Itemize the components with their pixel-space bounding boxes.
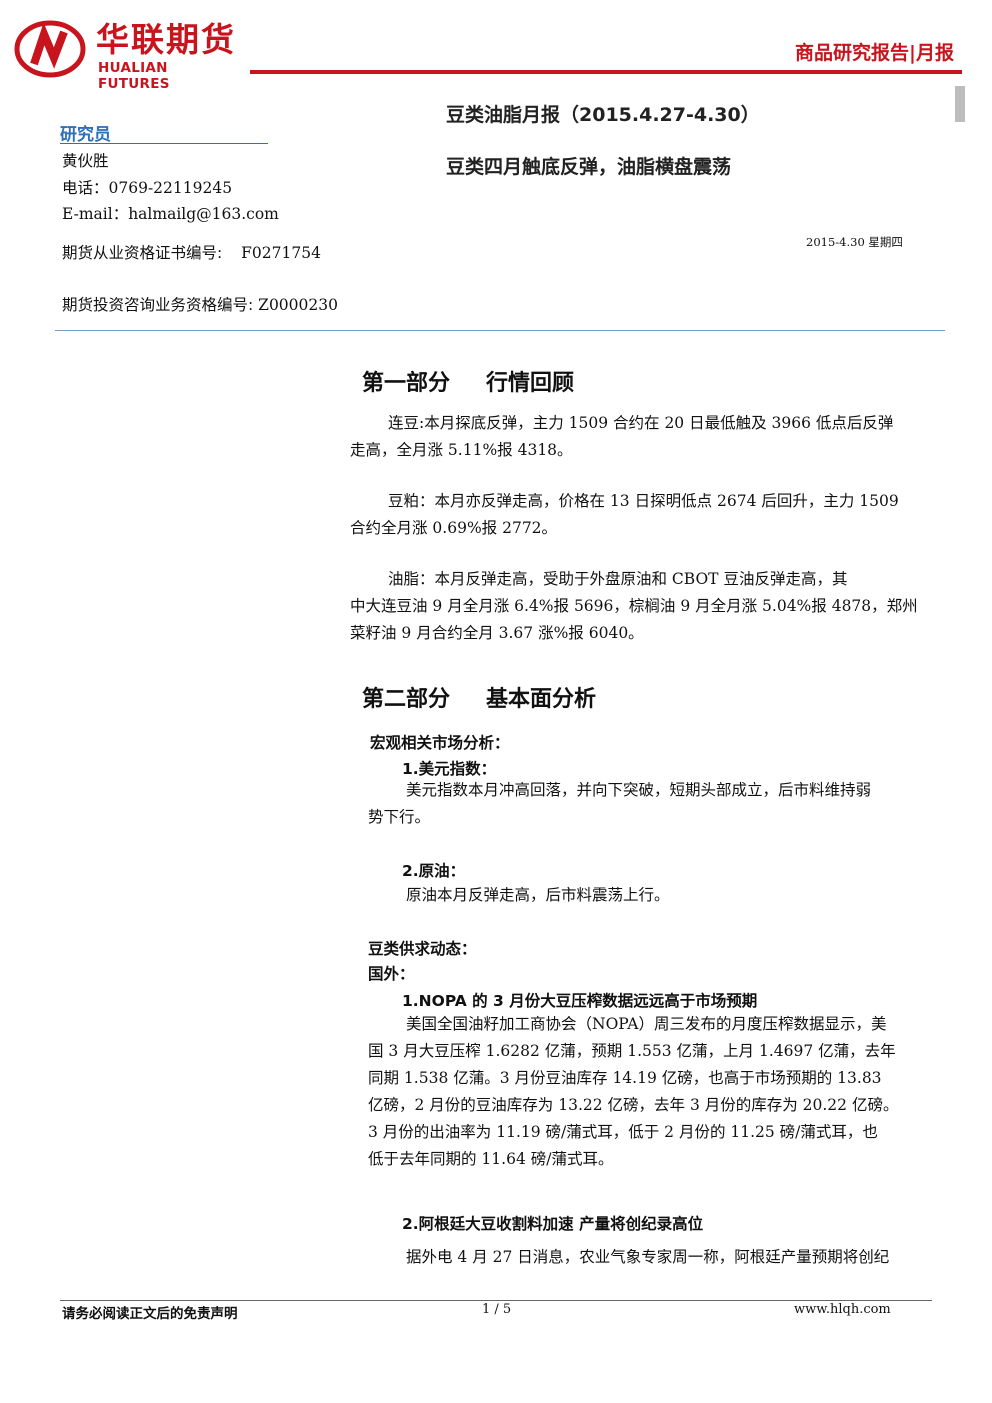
paragraph-line: 中大连豆油 9 月全月涨 6.4%报 5696，棕榈油 9 月全月涨 5.04%… <box>350 597 918 615</box>
paragraph-usd: 美元指数本月冲高回落，并向下突破，短期头部成立，后市料维持弱 势下行。 <box>368 777 938 831</box>
researcher-label: 研究员 <box>60 125 111 145</box>
researcher-phone: 电话：0769-22119245 <box>62 179 233 197</box>
paragraph-line: 国 3 月大豆压榨 1.6282 亿蒲，预期 1.553 亿蒲，上月 1.469… <box>368 1042 896 1060</box>
cert-value: F0271754 <box>241 244 321 262</box>
section2-heading-number: 第二部分 <box>362 687 451 712</box>
paragraph-nopa: 美国全国油籽加工商协会（NOPA）周三发布的月度压榨数据显示，美 国 3 月大豆… <box>368 1011 938 1173</box>
consult-number: 期货投资咨询业务资格编号: Z0000230 <box>62 293 338 315</box>
paragraph-line: 油脂：本月反弹走高，受助于外盘原油和 CBOT 豆油反弹走高，其 <box>388 570 848 588</box>
oil-title: 2.原油： <box>402 862 466 880</box>
paragraph-line: 亿磅，2 月份的豆油库存为 13.22 亿磅，去年 3 月份的库存为 20.22… <box>368 1096 899 1114</box>
page-number: 1 / 5 <box>482 1302 512 1317</box>
paragraph-line: 3 月份的出油率为 11.19 磅/蒲式耳，低于 2 月份的 11.25 磅/蒲… <box>368 1123 878 1141</box>
footer-website: www.hlqh.com <box>794 1302 891 1317</box>
supply-label: 豆类供求动态： <box>368 940 477 958</box>
paragraph-soybean: 连豆:本月探底反弹，主力 1509 合约在 20 日最低触及 3966 低点后反… <box>350 410 935 464</box>
cert-label: 期货从业资格证书编号: <box>62 244 223 262</box>
section2-heading: 第二部分 基本面分析 <box>362 681 596 713</box>
paragraph-line: 原油本月反弹走高，后市料震荡上行。 <box>406 886 670 904</box>
argentina-title: 2.阿根廷大豆收割料加速 产量将创纪录高位 <box>402 1215 704 1233</box>
paragraph-line: 美元指数本月冲高回落，并向下突破，短期头部成立，后市料维持弱 <box>406 781 872 799</box>
logo-text-en: HUALIAN FUTURES <box>98 60 170 92</box>
paragraph-line: 连豆:本月探底反弹，主力 1509 合约在 20 日最低触及 3966 低点后反… <box>388 414 894 432</box>
hualian-logo-icon <box>14 20 86 78</box>
paragraph-line: 豆粕：本月亦反弹走高，价格在 13 日探明低点 2674 后回升，主力 1509 <box>388 492 899 510</box>
consult-value: Z0000230 <box>258 296 338 314</box>
report-date: 2015-4.30 星期四 <box>806 235 903 249</box>
cert-number: 期货从业资格证书编号: F0271754 <box>62 241 321 263</box>
section1-heading-title: 行情回顾 <box>486 371 575 396</box>
section2-heading-title: 基本面分析 <box>486 687 597 712</box>
usd-title: 1.美元指数： <box>402 760 497 778</box>
paragraph-line: 合约全月涨 0.69%报 2772。 <box>350 519 558 537</box>
paragraph-meal: 豆粕：本月亦反弹走高，价格在 13 日探明低点 2674 后回升，主力 1509… <box>350 488 935 542</box>
report-category: 商品研究报告|月报 <box>795 42 954 64</box>
foreign-label: 国外： <box>368 965 415 983</box>
paragraph-oil: 原油本月反弹走高，后市料震荡上行。 <box>368 882 938 909</box>
report-subtitle: 豆类四月触底反弹，油脂横盘震荡 <box>446 156 732 178</box>
paragraph-line: 低于去年同期的 11.64 磅/蒲式耳。 <box>368 1150 614 1168</box>
header-rule <box>250 70 962 74</box>
footer-rule <box>60 1300 932 1301</box>
paragraph-line: 据外电 4 月 27 日消息，农业气象专家周一称，阿根廷产量预期将创纪 <box>406 1248 890 1266</box>
researcher-email: E-mail：halmailg@163.com <box>62 205 279 223</box>
paragraph-line: 势下行。 <box>368 808 431 826</box>
section1-heading-number: 第一部分 <box>362 371 451 396</box>
paragraph-line: 美国全国油籽加工商协会（NOPA）周三发布的月度压榨数据显示，美 <box>406 1015 887 1033</box>
researcher-name: 黄伙胜 <box>62 152 109 170</box>
logo-text-cn: 华联期货 <box>96 20 236 59</box>
paragraph-oils: 油脂：本月反弹走高，受助于外盘原油和 CBOT 豆油反弹走高，其 中大连豆油 9… <box>350 566 935 647</box>
report-title: 豆类油脂月报（2015.4.27-4.30） <box>446 104 760 126</box>
paragraph-line: 菜籽油 9 月合约全月 3.67 涨%报 6040。 <box>350 624 644 642</box>
section1-heading: 第一部分 行情回顾 <box>362 365 574 397</box>
consult-label: 期货投资咨询业务资格编号: <box>62 296 254 314</box>
paragraph-line: 同期 1.538 亿蒲。3 月份豆油库存 14.19 亿磅，也高于市场预期的 1… <box>368 1069 882 1087</box>
researcher-rule <box>60 143 268 144</box>
header-separator <box>55 330 945 331</box>
footer-disclaimer: 请务必阅读正文后的免责声明 <box>62 1306 238 1322</box>
paragraph-line: 走高，全月涨 5.11%报 4318。 <box>350 441 573 459</box>
paragraph-argentina: 据外电 4 月 27 日消息，农业气象专家周一称，阿根廷产量预期将创纪 <box>368 1244 938 1271</box>
nopa-title: 1.NOPA 的 3 月份大豆压榨数据远远高于市场预期 <box>402 992 758 1010</box>
company-logo: 华联期货 HUALIAN FUTURES <box>14 20 244 92</box>
macro-label: 宏观相关市场分析： <box>370 734 510 752</box>
side-marker <box>955 86 965 122</box>
